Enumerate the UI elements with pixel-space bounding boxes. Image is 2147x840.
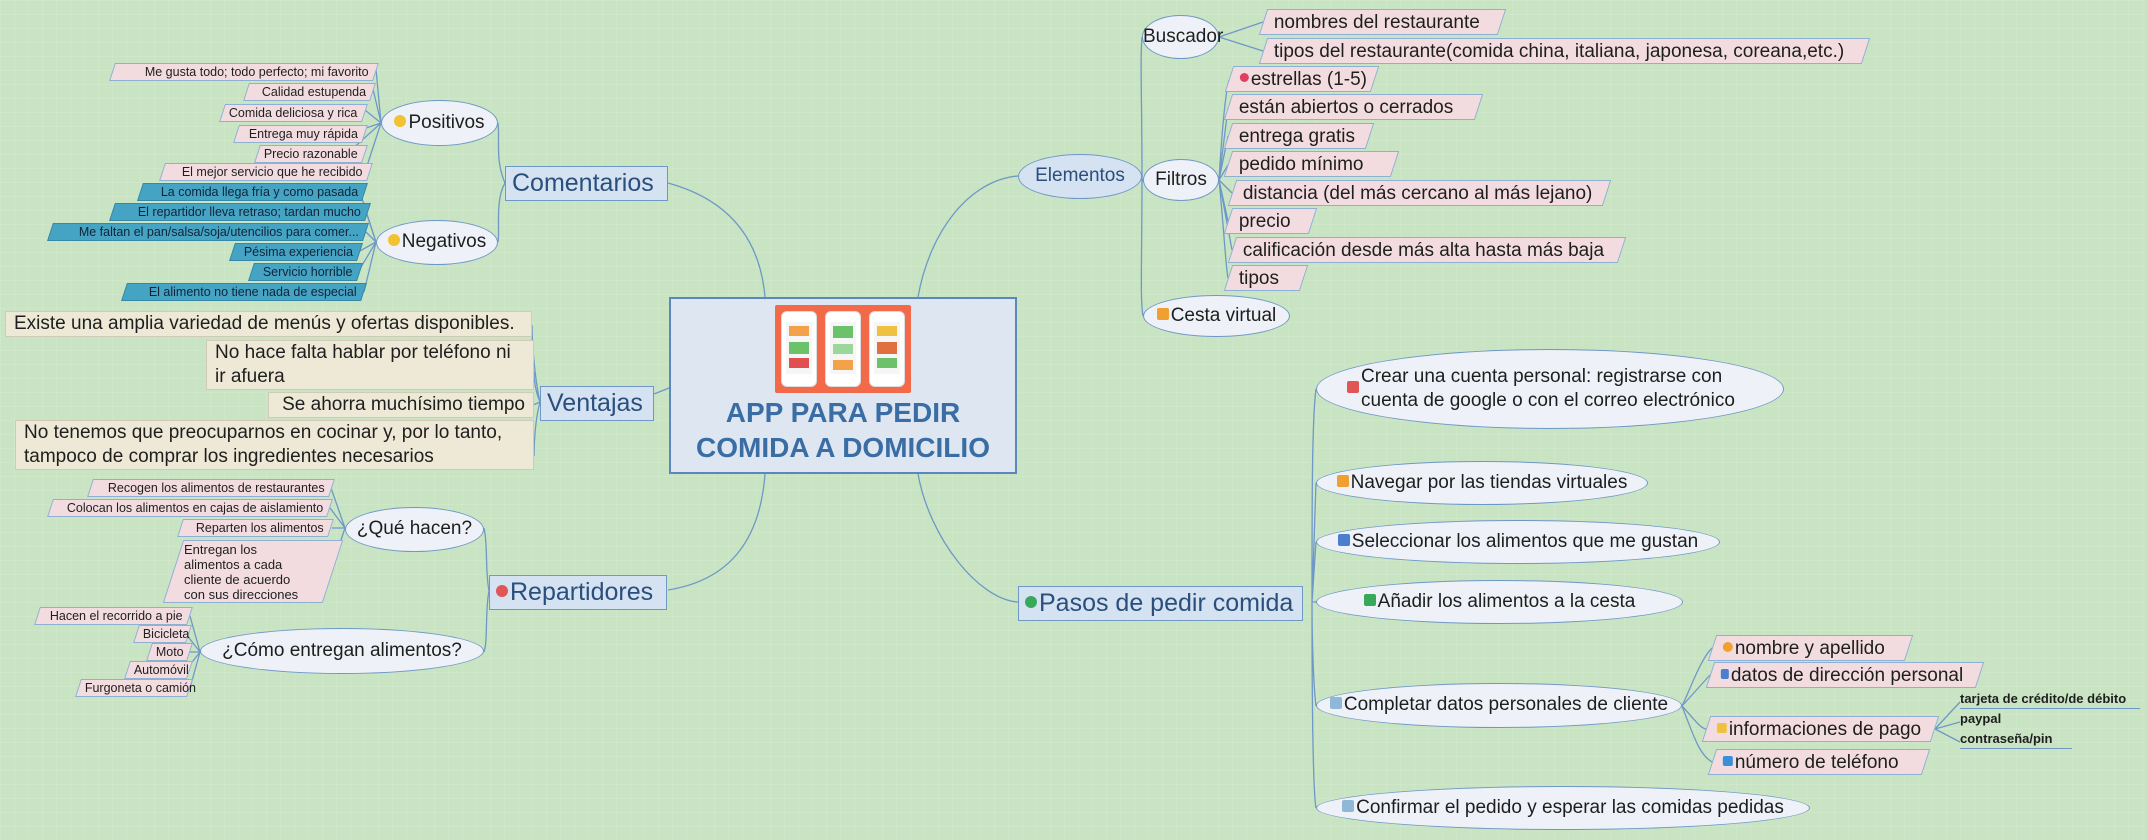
food-delivery-app-image: [775, 305, 911, 393]
ventaja-item[interactable]: No hace falta hablar por teléfono ni ir …: [206, 340, 534, 390]
list-item[interactable]: distancia (del más cercano al más lejano…: [1227, 180, 1612, 206]
list-item[interactable]: Colocan los alimentos en cajas de aislam…: [47, 499, 333, 517]
phone-icon: [1722, 755, 1733, 766]
frown-icon: [387, 233, 400, 246]
topic-pasos[interactable]: Pasos de pedir comida: [1018, 586, 1303, 621]
ventaja-item[interactable]: Existe una amplia variedad de menús y of…: [5, 311, 532, 337]
number-4-icon: [1363, 593, 1376, 606]
subtopic-que-hacen[interactable]: ¿Qué hacen?: [345, 507, 484, 552]
topic-comentarios[interactable]: Comentarios: [505, 166, 668, 201]
ventaja-item[interactable]: No tenemos que preocuparnos en cocinar y…: [15, 420, 534, 470]
step-2[interactable]: Navegar por las tiendas virtuales: [1316, 461, 1648, 505]
topic-ventajas[interactable]: Ventajas: [540, 386, 654, 421]
list-item[interactable]: Entregan los alimentos a cada cliente de…: [162, 540, 344, 603]
subtopic-label: Negativos: [401, 231, 487, 252]
topic-label: Comentarios: [512, 169, 654, 197]
list-item[interactable]: El repartidor lleva retraso; tardan much…: [109, 203, 371, 221]
list-item[interactable]: Furgoneta o camión: [75, 679, 196, 697]
list-item[interactable]: nombres del restaurante: [1258, 9, 1507, 35]
subtopic-filtros[interactable]: Filtros: [1143, 159, 1219, 201]
list-item[interactable]: nombre y apellido: [1707, 635, 1914, 661]
central-topic[interactable]: APP PARA PEDIR COMIDA A DOMICILIO: [669, 297, 1017, 474]
list-item[interactable]: Servicio horrible: [248, 263, 363, 281]
topic-label: Ventajas: [547, 389, 643, 417]
flag-icon: [1720, 668, 1729, 679]
list-item[interactable]: Me faltan el pan/salsa/soja/utencilios p…: [47, 223, 369, 241]
step-5[interactable]: Completar datos personales de cliente: [1316, 683, 1682, 728]
topic-label: Pasos de pedir comida: [1039, 589, 1294, 617]
step-4[interactable]: Añadir los alimentos a la cesta: [1316, 580, 1683, 624]
list-item[interactable]: Me gusta todo; todo perfecto; mi favorit…: [109, 63, 379, 81]
list-item[interactable]: precio: [1223, 208, 1318, 234]
topic-label: Repartidores: [510, 578, 654, 606]
list-item[interactable]: Pésima experiencia: [229, 243, 363, 261]
subtopic-positivos[interactable]: Positivos: [381, 100, 498, 146]
list-item[interactable]: tipos: [1223, 265, 1309, 291]
subtopic-como-entregan[interactable]: ¿Cómo entregan alimentos?: [200, 628, 484, 674]
list-item[interactable]: tipos del restaurante(comida china, ital…: [1258, 38, 1871, 64]
person-icon: [1722, 641, 1733, 652]
person-icon: [496, 585, 508, 598]
list-item[interactable]: Reparten los alimentos: [177, 519, 334, 537]
check-icon: [1025, 596, 1037, 609]
central-title: APP PARA PEDIR COMIDA A DOMICILIO: [696, 397, 990, 463]
step-6[interactable]: Confirmar el pedido y esperar las comida…: [1316, 786, 1810, 830]
list-item[interactable]: Moto: [146, 643, 193, 661]
pago-item[interactable]: tarjeta de crédito/de débito: [1960, 691, 2140, 709]
pago-item[interactable]: contraseña/pin: [1960, 731, 2072, 749]
subtopic-label: Positivos: [408, 112, 485, 133]
list-item[interactable]: entrega gratis: [1223, 123, 1375, 149]
subtopic-label: Buscador: [1143, 26, 1224, 47]
smile-icon: [394, 114, 407, 127]
step-1[interactable]: Crear una cuenta personal: registrarse c…: [1316, 349, 1784, 429]
subtopic-label: ¿Qué hacen?: [356, 518, 473, 539]
step-3[interactable]: Seleccionar los alimentos que me gustan: [1316, 520, 1720, 564]
subtopic-cesta-virtual[interactable]: Cesta virtual: [1143, 295, 1290, 337]
list-item[interactable]: calificación desde más alta hasta más ba…: [1227, 237, 1627, 263]
list-item[interactable]: Entrega muy rápida: [233, 125, 368, 143]
list-item[interactable]: Calidad estupenda: [243, 83, 376, 101]
list-item[interactable]: pedido mínimo: [1223, 151, 1400, 177]
number-3-icon: [1337, 533, 1350, 546]
list-item[interactable]: estrellas (1-5): [1224, 66, 1380, 92]
list-item[interactable]: Bicicleta: [133, 625, 192, 643]
subtopic-negativos[interactable]: Negativos: [376, 220, 498, 265]
topic-label: Elementos: [1035, 165, 1125, 186]
list-item[interactable]: Hacen el recorrido a pie: [34, 607, 193, 625]
number-5-icon: [1329, 696, 1342, 709]
topic-elementos[interactable]: Elementos: [1018, 154, 1142, 199]
list-item[interactable]: número de teléfono: [1707, 749, 1931, 775]
list-item[interactable]: Recogen los alimentos de restaurantes: [87, 479, 335, 497]
number-2-icon: [1336, 474, 1349, 487]
star-icon: [1239, 73, 1249, 83]
pago-item[interactable]: paypal: [1960, 711, 2002, 726]
list-item[interactable]: están abiertos o cerrados: [1223, 94, 1484, 120]
subtopic-label: ¿Cómo entregan alimentos?: [222, 640, 462, 661]
list-item[interactable]: Precio razonable: [254, 145, 368, 163]
topic-repartidores[interactable]: Repartidores: [489, 575, 667, 610]
number-1-icon: [1347, 381, 1359, 393]
list-item[interactable]: datos de dirección personal: [1705, 662, 1985, 688]
ventaja-item[interactable]: Se ahorra muchísimo tiempo: [268, 392, 534, 418]
list-item[interactable]: La comida llega fría y como pasada: [137, 183, 368, 201]
subtopic-buscador[interactable]: Buscador: [1142, 15, 1223, 59]
list-item[interactable]: El alimento no tiene nada de especial: [121, 283, 367, 301]
list-item[interactable]: El mejor servicio que he recibido: [159, 163, 373, 181]
payment-icon: [1716, 722, 1727, 733]
list-item[interactable]: Automóvil: [124, 661, 193, 679]
subtopic-label: Cesta virtual: [1170, 305, 1277, 326]
number-6-icon: [1342, 799, 1355, 812]
cart-icon: [1156, 307, 1169, 320]
list-item[interactable]: Comida deliciosa y rica: [219, 104, 368, 122]
subtopic-label: Filtros: [1155, 169, 1207, 190]
list-item[interactable]: informaciones de pago: [1701, 716, 1940, 742]
